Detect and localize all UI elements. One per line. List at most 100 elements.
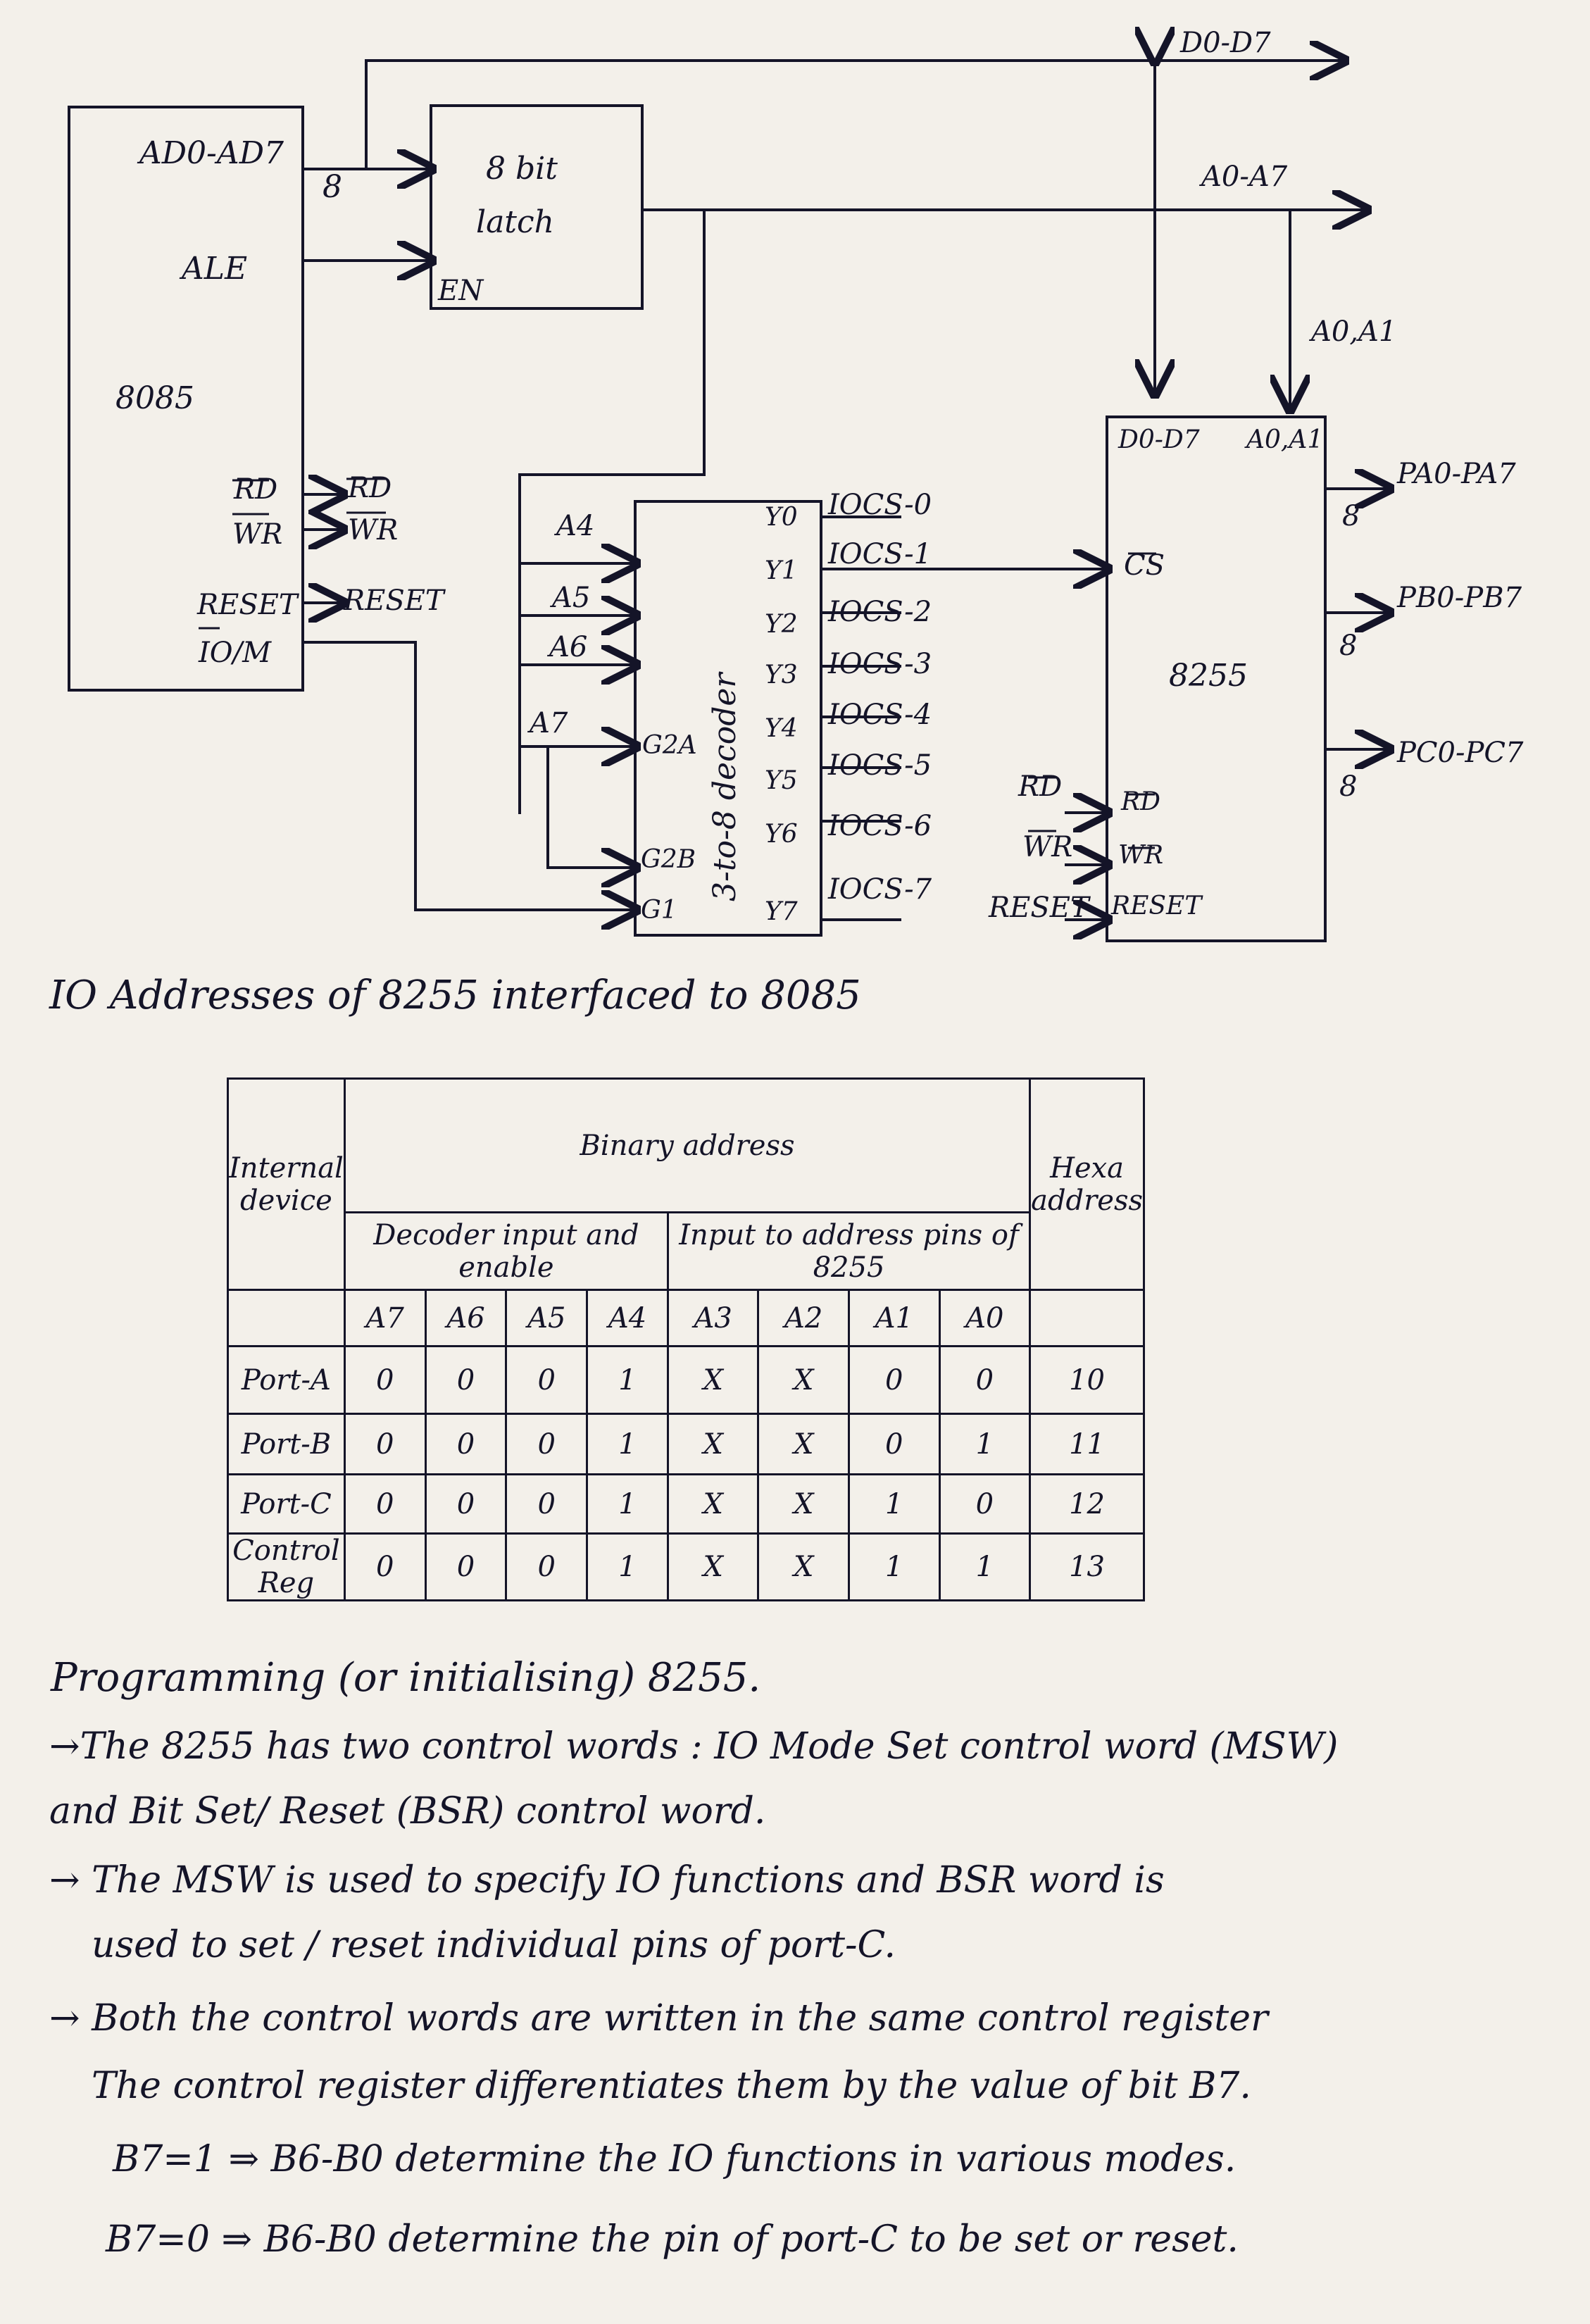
note-line: → Both the control words are written in … — [49, 1997, 1268, 2039]
bit-cell: 0 — [505, 1413, 589, 1475]
cpu-rd-label: RD — [233, 473, 277, 506]
cpu-ale-label: ALE — [179, 251, 247, 287]
latch-bus-width-label: 8 — [323, 169, 342, 205]
hex-cell: 13 — [1029, 1532, 1145, 1601]
bit-cell: 0 — [343, 1532, 427, 1601]
cpu-8085-block — [68, 106, 304, 692]
bit-cell: 1 — [847, 1532, 941, 1601]
rd-input-label: RD — [1018, 770, 1062, 803]
bit-cell: 0 — [938, 1345, 1032, 1415]
note-line: and Bit Set/ Reset (BSR) control word. — [49, 1790, 766, 1832]
decoder-enable-g2b: G2B — [641, 845, 696, 874]
data-bus-label: D0-D7 — [1179, 27, 1271, 59]
bit-cell: 1 — [586, 1532, 669, 1601]
bit-cell: 1 — [847, 1473, 941, 1535]
hex-cell: 12 — [1029, 1473, 1145, 1535]
note-line: The control register differentiates them… — [92, 2065, 1251, 2107]
bit-cell: 0 — [343, 1413, 427, 1475]
iocs-5-label: IOCS-5 — [827, 749, 932, 782]
iocs-7-label: IOCS-7 — [827, 873, 932, 906]
latch-line1: 8 bit — [486, 151, 558, 187]
decoder-output-y5: Y5 — [765, 766, 798, 795]
bit-cell: 0 — [938, 1473, 1032, 1535]
bit-cell: 0 — [505, 1345, 589, 1415]
decoder-input-a5: A5 — [549, 582, 590, 614]
bit-header: A7 — [343, 1289, 427, 1347]
row-device: Control Reg — [227, 1532, 346, 1601]
ppi-d-pins-label: D0-D7 — [1118, 425, 1200, 454]
reset-input-label: RESET — [988, 892, 1091, 924]
hex-cell: 11 — [1029, 1413, 1145, 1475]
decoder-output-y0: Y0 — [765, 503, 798, 532]
row-device: Port-A — [227, 1345, 346, 1415]
cpu-chip-label: 8085 — [115, 380, 194, 416]
port-c-width-label: 8 — [1339, 770, 1357, 803]
row-device: Port-C — [227, 1473, 346, 1535]
iocs-4-label: IOCS-4 — [827, 699, 932, 731]
port-a-width-label: 8 — [1342, 500, 1360, 532]
address-bus-label: A0-A7 — [1198, 161, 1288, 193]
bit-header: A0 — [938, 1289, 1032, 1347]
bit-header: A2 — [757, 1289, 850, 1347]
ppi-cs-label: CS — [1124, 549, 1165, 582]
cpu-reset-label: RESET — [196, 589, 300, 621]
port-b-width-label: 8 — [1339, 630, 1357, 662]
port-c-label: PC0-PC7 — [1396, 737, 1524, 769]
header-pins: Input to address pins of 8255 — [666, 1211, 1032, 1291]
bit-cell: 0 — [847, 1345, 941, 1415]
note-line: B7=1 ⇒ B6-B0 determine the IO functions … — [113, 2138, 1237, 2180]
header-hex: Hexa address — [1029, 1077, 1145, 1291]
note-line: B7=0 ⇒ B6-B0 determine the pin of port-C… — [106, 2218, 1239, 2261]
bit-cell: 0 — [424, 1473, 508, 1535]
bit-cell: 0 — [505, 1473, 589, 1535]
bit-cell: 1 — [586, 1345, 669, 1415]
bit-cell: 1 — [586, 1473, 669, 1535]
header-binary: Binary address — [343, 1077, 1032, 1213]
latch-line2: latch — [476, 204, 554, 240]
wr-signal-label: WR — [348, 514, 398, 546]
bit-cell: 0 — [424, 1532, 508, 1601]
bit-cell: X — [757, 1345, 850, 1415]
note-line: → The MSW is used to specify IO function… — [49, 1859, 1165, 1901]
latch-block — [430, 104, 644, 310]
ppi-wr-label: WR — [1118, 841, 1163, 870]
cpu-wr-label: WR — [232, 518, 282, 551]
bit-cell: X — [666, 1473, 760, 1535]
iocs-0-label: IOCS-0 — [827, 489, 932, 521]
iocs-2-label: IOCS-2 — [827, 596, 932, 628]
wr-input-label: WR — [1022, 831, 1072, 863]
decoder-label: 3-to-8 decoder — [707, 671, 743, 901]
bit-cell: 0 — [343, 1473, 427, 1535]
bit-header: A5 — [505, 1289, 589, 1347]
bit-cell: 0 — [505, 1532, 589, 1601]
bit-cell: 1 — [938, 1413, 1032, 1475]
reset-signal-label: RESET — [343, 585, 446, 617]
iocs-3-label: IOCS-3 — [827, 648, 932, 680]
cpu-ad-pins-label: AD0-AD7 — [137, 135, 284, 171]
decoder-output-y7: Y7 — [765, 897, 798, 926]
bit-cell: X — [666, 1532, 760, 1601]
bit-header: A3 — [666, 1289, 760, 1347]
table-row: Port-B 0 0 0 1 X X 0 1 11 — [227, 1413, 1145, 1475]
decoder-output-y6: Y6 — [765, 820, 798, 849]
decoder-output-y3: Y3 — [765, 661, 798, 689]
notes-heading: Programming (or initialising) 8255. — [51, 1655, 761, 1701]
bit-cell: 1 — [586, 1413, 669, 1475]
decoder-input-a6: A6 — [546, 631, 587, 663]
ppi-chip-label: 8255 — [1169, 658, 1248, 694]
decoder-output-y4: Y4 — [765, 714, 798, 743]
table-row: Port-A 0 0 0 1 X X 0 0 10 — [227, 1345, 1145, 1415]
decoder-input-a4: A4 — [553, 510, 594, 542]
decoder-input-a7: A7 — [527, 707, 568, 739]
row-device: Port-B — [227, 1413, 346, 1475]
note-line: →The 8255 has two control words : IO Mod… — [49, 1725, 1339, 1768]
table-row: Control Reg 0 0 0 1 X X 1 1 13 — [227, 1532, 1145, 1601]
ppi-rd-label: RD — [1120, 787, 1160, 816]
bit-cell: X — [666, 1345, 760, 1415]
interface-diagram: AD0-AD7 8 ALE 8085 RD WR RESET IO/M RD W… — [49, 27, 1524, 1018]
rd-signal-label: RD — [347, 472, 392, 504]
decoder-output-y2: Y2 — [765, 610, 798, 639]
bit-cell: 0 — [847, 1413, 941, 1475]
iocs-6-label: IOCS-6 — [827, 810, 932, 842]
